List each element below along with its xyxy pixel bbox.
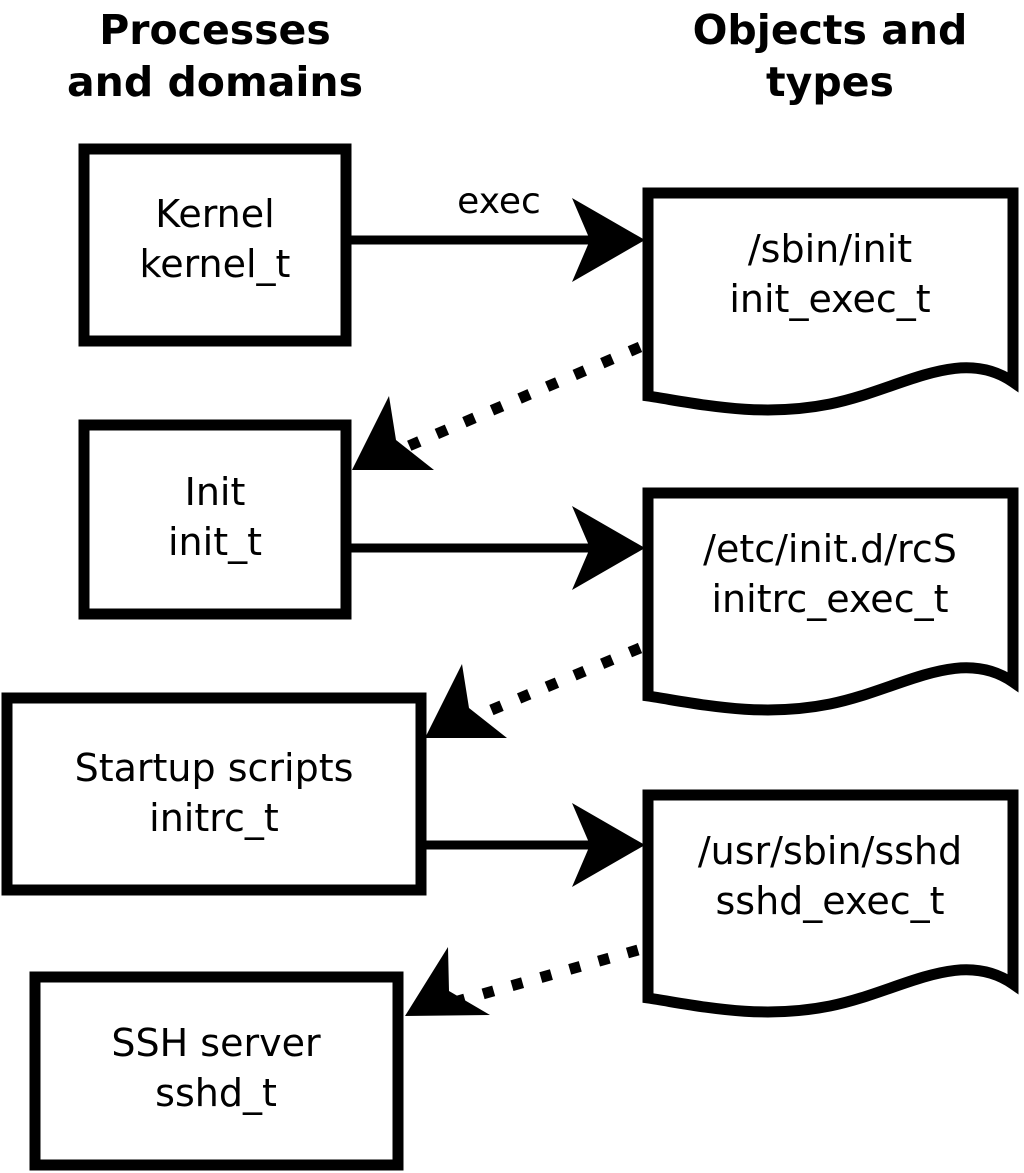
domain-box-kernel[interactable]: Kernel kernel_t (78, 143, 352, 347)
edge-init-transition-arrowhead (352, 396, 434, 470)
object-doc-initrc-exec-path: /etc/init.d/rcS (703, 527, 957, 571)
domain-box-kernel-shape (78, 143, 352, 347)
edge-initrc-exec-to-initrc[interactable] (425, 642, 643, 738)
object-doc-sshd-exec-path: /usr/sbin/sshd (698, 829, 962, 873)
object-doc-sshd-exec-shape (642, 789, 1019, 1018)
domain-box-initrc-name: Startup scripts (75, 746, 354, 790)
domain-box-initrc-shape (1, 692, 427, 896)
object-doc-sshd-exec[interactable]: /usr/sbin/sshd sshd_exec_t (642, 789, 1019, 1018)
domain-box-init-name: Init (185, 470, 246, 514)
object-doc-init-exec-shape (642, 187, 1019, 416)
domain-box-sshd-shape (29, 971, 404, 1171)
domain-box-initrc-type: initrc_t (149, 796, 279, 840)
edge-init-exec-arrowhead (572, 506, 645, 590)
edge-init-exec-to-init[interactable] (352, 341, 643, 470)
domain-box-kernel-name: Kernel (155, 192, 274, 236)
domain-box-sshd-name: SSH server (111, 1021, 321, 1065)
object-doc-initrc-exec-shape (642, 487, 1019, 716)
column-title-objects: Objects and types (693, 6, 968, 106)
object-doc-initrc-exec[interactable]: /etc/init.d/rcS initrc_exec_t (642, 487, 1019, 716)
domain-box-sshd[interactable]: SSH server sshd_t (29, 971, 404, 1171)
edge-initrc-transition-arrowhead (425, 664, 507, 738)
edge-sshd-transition-arrowhead (405, 947, 490, 1016)
domain-box-init-shape (78, 419, 352, 620)
object-doc-init-exec-path: /sbin/init (748, 227, 912, 271)
edge-kernel-exec-arrowhead (572, 198, 645, 282)
column-title-processes: Processes and domains (67, 6, 363, 106)
edge-sshd-transition-line (456, 944, 640, 1007)
domain-box-kernel-type: kernel_t (140, 242, 291, 286)
edge-initrc-exec-sshd-exec[interactable] (425, 803, 645, 887)
column-title-processes-line1: Processes (99, 6, 331, 54)
domain-box-sshd-type: sshd_t (155, 1071, 277, 1115)
column-title-objects-line2: types (766, 58, 894, 106)
domain-box-initrc[interactable]: Startup scripts initrc_t (1, 692, 427, 896)
edge-sshd-exec-to-sshd[interactable] (405, 944, 640, 1016)
object-doc-sshd-exec-type: sshd_exec_t (715, 879, 944, 923)
edge-initrc-exec-arrowhead (572, 803, 645, 887)
domain-box-init-type: init_t (168, 520, 262, 564)
edge-label-exec: exec (457, 181, 541, 222)
edge-initrc-transition-line (474, 642, 643, 722)
object-doc-init-exec[interactable]: /sbin/init init_exec_t (642, 187, 1019, 416)
column-title-processes-line2: and domains (67, 58, 363, 106)
column-title-objects-line1: Objects and (693, 6, 968, 54)
edge-kernel-exec-init-exec[interactable]: exec (350, 181, 645, 282)
domain-box-init[interactable]: Init init_t (78, 419, 352, 620)
edge-init-exec-initrc-exec[interactable] (350, 506, 645, 590)
object-doc-initrc-exec-type: initrc_exec_t (712, 577, 949, 621)
object-doc-init-exec-type: init_exec_t (729, 277, 930, 321)
edge-init-transition-line (401, 341, 643, 454)
